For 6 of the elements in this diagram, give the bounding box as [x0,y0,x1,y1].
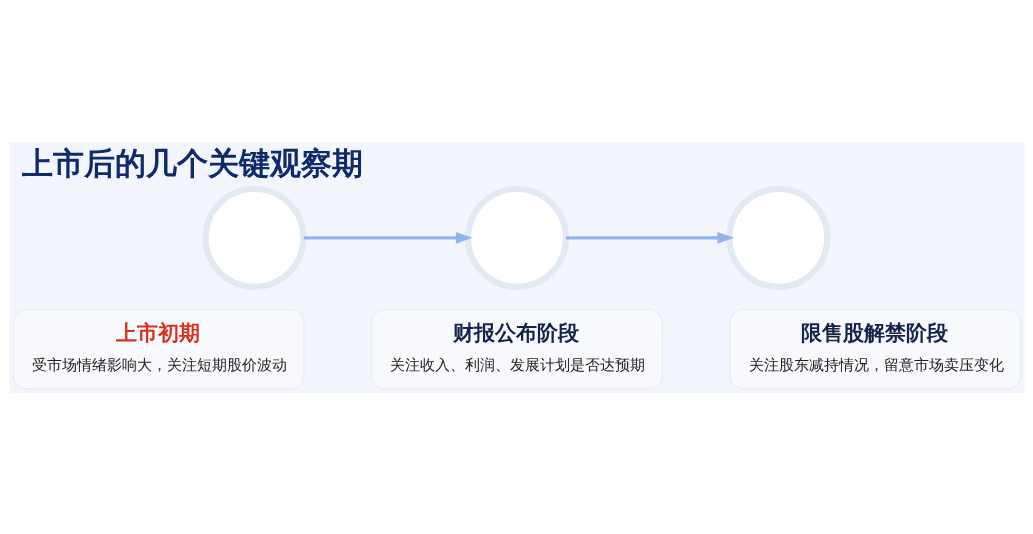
arrow [303,231,473,244]
diagram-title: 上市后的几个关键观察期 [21,144,363,181]
node-circle [725,185,830,290]
arrow [565,231,734,244]
node-circle [464,185,569,290]
node-circle [201,185,307,290]
